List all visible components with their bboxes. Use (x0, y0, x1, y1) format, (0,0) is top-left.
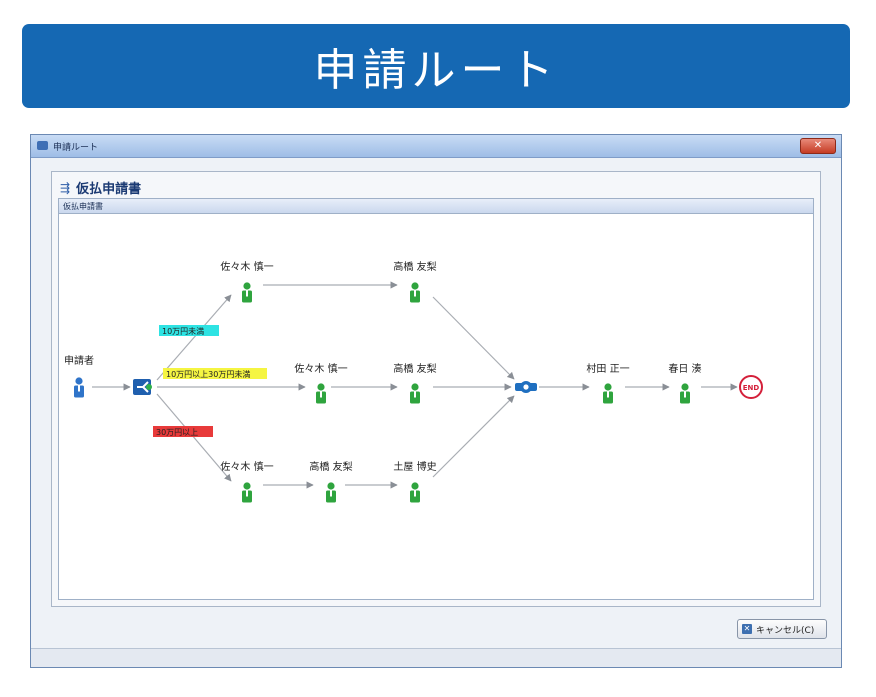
node-label-final1: 村田 正一 (586, 362, 629, 375)
node-label-final2: 春日 湊 (668, 362, 701, 375)
node-label-bot3: 土屋 博史 (393, 460, 436, 473)
condition-label-3: 30万円以上 (156, 428, 198, 437)
route-window: 申請ルート ✕ ⇶ 仮払申請書 仮払申請書 (30, 134, 842, 668)
merge-icon (515, 381, 537, 393)
person-icon-top1 (242, 282, 252, 303)
window-title: 申請ルート (53, 143, 99, 153)
route-edges (92, 281, 738, 489)
cancel-button-label: キャンセル(C) (756, 625, 815, 636)
section-bar: 仮払申請書 (59, 199, 813, 214)
app-icon (37, 141, 48, 150)
node-label-top1: 佐々木 慎一 (220, 260, 273, 273)
person-icon-bot3 (410, 482, 420, 503)
end-icon (739, 375, 763, 399)
person-icon-final2 (680, 383, 690, 404)
condition-label-1: 10万円未満 (162, 326, 204, 336)
end-label: END (743, 384, 760, 392)
condition-label-2: 10万円以上30万円未満 (166, 369, 250, 379)
person-icon-top2 (410, 282, 420, 303)
status-bar (31, 648, 841, 667)
close-button[interactable]: ✕ (800, 138, 836, 154)
section-label: 仮払申請書 (63, 202, 103, 211)
cancel-icon: ✕ (742, 624, 752, 634)
route-panel: 仮払申請書 (58, 198, 814, 600)
node-label-top2: 高橋 友梨 (393, 260, 436, 273)
header-banner: 申請ルート (22, 24, 850, 108)
node-label-mid1: 佐々木 慎一 (294, 362, 347, 375)
form-header: ⇶ 仮払申請書 (60, 178, 142, 198)
person-icon-mid2 (410, 383, 420, 404)
banner-title: 申請ルート (313, 45, 559, 96)
node-label-mid2: 高橋 友梨 (393, 362, 436, 375)
route-diagram: 10万円未満 10万円以上30万円未満 30万円以上 申請者 佐々木 慎一 高橋… (64, 260, 763, 503)
person-icon-bot2 (326, 482, 336, 503)
cancel-button[interactable]: ✕ キャンセル(C) (737, 619, 827, 639)
form-panel: ⇶ 仮払申請書 仮払申請書 (51, 171, 821, 607)
person-icon-mid1 (316, 383, 326, 404)
person-icon-final1 (603, 383, 613, 404)
applicant-person-icon (74, 377, 84, 398)
branch-icon (133, 379, 152, 395)
condition-tag-3 (153, 426, 213, 437)
node-label-bot1: 佐々木 慎一 (220, 460, 273, 473)
condition-tag-1 (159, 325, 219, 336)
form-title: 仮払申請書 (76, 182, 142, 197)
route-icon: ⇶ (60, 180, 71, 195)
person-icon-bot1 (242, 482, 252, 503)
node-label-bot2: 高橋 友梨 (309, 460, 352, 473)
condition-tag-2 (163, 368, 267, 379)
window-titlebar: 申請ルート ✕ (31, 135, 841, 158)
applicant-label: 申請者 (64, 354, 94, 367)
